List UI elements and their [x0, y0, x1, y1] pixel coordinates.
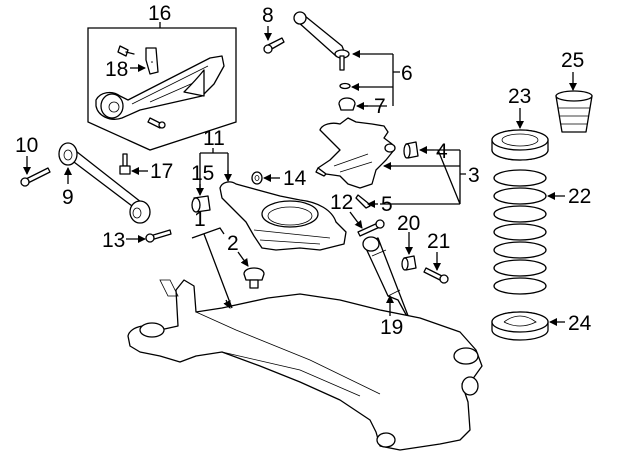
bracket-18[interactable] — [145, 47, 159, 75]
crossmember-1[interactable] — [127, 279, 483, 451]
callout-17[interactable]: 17 — [150, 160, 173, 183]
trailing-arm-part[interactable] — [95, 55, 225, 120]
callout-21[interactable]: 21 — [427, 230, 450, 253]
upper-insulator-23[interactable] — [491, 129, 549, 161]
callout-8[interactable]: 8 — [262, 4, 274, 27]
upper-arm-6[interactable] — [293, 11, 350, 71]
coil-spring-22[interactable] — [493, 169, 547, 295]
bumper-2[interactable] — [243, 267, 265, 289]
washer-14[interactable] — [251, 171, 263, 185]
callout-10[interactable]: 10 — [15, 134, 38, 157]
callout-13[interactable]: 13 — [102, 229, 125, 252]
lower-arm-11[interactable] — [219, 181, 347, 251]
trailing-arm-group-box — [87, 22, 237, 151]
callout-15[interactable]: 15 — [191, 162, 214, 185]
callout-22[interactable]: 22 — [568, 185, 591, 208]
bushing-4[interactable] — [403, 141, 419, 159]
snap-ring-6[interactable] — [339, 82, 351, 90]
bushing-15[interactable] — [191, 195, 211, 213]
bolt-12[interactable] — [357, 219, 385, 237]
leader-lines — [23, 26, 577, 326]
bushing-20[interactable] — [401, 255, 417, 271]
callout-2[interactable]: 2 — [227, 232, 239, 255]
callout-12[interactable]: 12 — [330, 191, 353, 214]
callout-18[interactable]: 18 — [105, 58, 128, 81]
lateral-link-9[interactable] — [58, 142, 151, 224]
knuckle-3[interactable] — [315, 117, 396, 189]
callout-20[interactable]: 20 — [397, 212, 420, 235]
lower-insulator-24[interactable] — [491, 311, 549, 341]
callout-4[interactable]: 4 — [436, 140, 448, 163]
callout-5[interactable]: 5 — [381, 193, 393, 216]
callout-25[interactable]: 25 — [561, 49, 584, 72]
callout-14[interactable]: 14 — [283, 167, 307, 190]
stud-17[interactable] — [119, 153, 131, 175]
callout-labels: 16 8 18 6 7 25 23 10 11 4 17 15 14 3 9 2… — [15, 2, 592, 339]
callout-23[interactable]: 23 — [508, 85, 531, 108]
callout-16[interactable]: 16 — [148, 2, 171, 25]
stud-5[interactable] — [355, 194, 371, 209]
bolt-10[interactable] — [20, 167, 51, 187]
callout-7[interactable]: 7 — [374, 95, 386, 118]
bolt-8[interactable] — [263, 37, 285, 54]
callout-1[interactable]: 1 — [194, 208, 206, 231]
callout-9[interactable]: 9 — [62, 186, 74, 209]
bolt-21[interactable] — [423, 267, 449, 284]
callout-19[interactable]: 19 — [380, 316, 403, 339]
bolt-part-16b[interactable] — [147, 117, 166, 129]
boot-7[interactable] — [338, 97, 356, 111]
bump-stop-25[interactable] — [555, 90, 593, 133]
callout-3[interactable]: 3 — [468, 164, 480, 187]
callout-6[interactable]: 6 — [401, 62, 413, 85]
bolt-part-16a[interactable] — [117, 45, 135, 57]
callout-24[interactable]: 24 — [568, 312, 592, 335]
bolt-13[interactable] — [145, 229, 172, 243]
callout-11[interactable]: 11 — [203, 127, 225, 150]
